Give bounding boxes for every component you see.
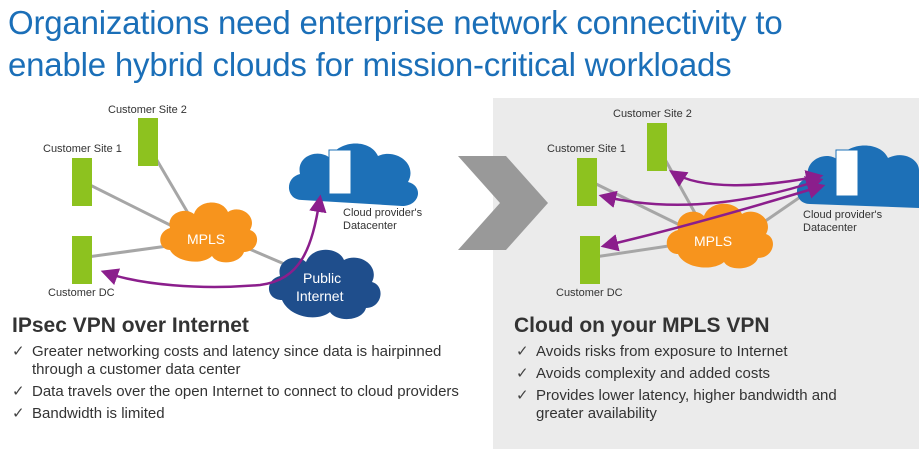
left-public-label-line-1: Public bbox=[303, 270, 341, 286]
title-line-1: Organizations need enterprise network co… bbox=[8, 4, 783, 41]
left-cloud-provider-label-line-1: Cloud provider's bbox=[343, 207, 423, 219]
right-bullet-list: ✓ Avoids risks from exposure to Internet… bbox=[512, 343, 912, 427]
list-item: ✓ Avoids complexity and added costs bbox=[512, 365, 912, 383]
left-customer-site-1-label: Customer Site 1 bbox=[43, 143, 122, 155]
bullet-text-line-1: Data travels over the open Internet to c… bbox=[32, 383, 459, 400]
left-customer-site-2-label: Customer Site 2 bbox=[108, 104, 187, 116]
right-path-site2 bbox=[669, 170, 824, 188]
left-public-label-line-2: Internet bbox=[296, 288, 344, 304]
left-customer-site-1-icon bbox=[72, 158, 92, 206]
list-item: ✓ Data travels over the open Internet to… bbox=[8, 383, 488, 401]
chevron-right-icon bbox=[458, 156, 548, 250]
list-item: ✓ Bandwidth is limited bbox=[8, 405, 488, 423]
check-icon: ✓ bbox=[12, 405, 25, 422]
left-customer-dc-label: Customer DC bbox=[48, 287, 115, 299]
check-icon: ✓ bbox=[12, 383, 25, 400]
right-customer-site-1-label: Customer Site 1 bbox=[547, 143, 626, 155]
list-item: ✓ Avoids risks from exposure to Internet bbox=[512, 343, 912, 361]
title-line-2: enable hybrid clouds for mission-critica… bbox=[8, 46, 732, 83]
bullet-text-line-1: Bandwidth is limited bbox=[32, 405, 165, 422]
check-icon: ✓ bbox=[516, 343, 529, 360]
right-cloud-server-icon bbox=[835, 149, 859, 197]
right-customer-site-2-icon bbox=[647, 123, 667, 171]
left-traffic-path bbox=[100, 194, 327, 289]
page-title: Organizations need enterprise network co… bbox=[8, 2, 913, 86]
bullet-text-line-1: Provides lower latency, higher bandwidth… bbox=[536, 387, 837, 404]
right-section-heading: Cloud on your MPLS VPN bbox=[514, 314, 770, 337]
check-icon: ✓ bbox=[516, 387, 529, 404]
check-icon: ✓ bbox=[516, 365, 529, 382]
bullet-text-line-2: greater availability bbox=[536, 405, 657, 422]
list-item: ✓ Greater networking costs and latency s… bbox=[8, 343, 488, 379]
right-customer-site-2-label: Customer Site 2 bbox=[613, 108, 692, 120]
left-cloud-provider-icon bbox=[288, 143, 419, 206]
left-cloud-server-icon bbox=[328, 149, 352, 195]
check-icon: ✓ bbox=[12, 343, 25, 360]
left-customer-site-2-icon bbox=[138, 118, 158, 166]
left-section-heading: IPsec VPN over Internet bbox=[12, 314, 249, 337]
left-bullet-list: ✓ Greater networking costs and latency s… bbox=[8, 343, 488, 427]
bullet-text-line-2: through a customer data center bbox=[32, 361, 241, 378]
right-mpls-label: MPLS bbox=[694, 233, 732, 249]
right-customer-dc-icon bbox=[580, 236, 600, 284]
left-customer-dc-icon bbox=[72, 236, 92, 284]
list-item: ✓ Provides lower latency, higher bandwid… bbox=[512, 387, 912, 423]
right-cloud-provider-label-line-2: Datacenter bbox=[803, 222, 857, 234]
right-customer-dc-label: Customer DC bbox=[556, 287, 623, 299]
left-cloud-provider-label-line-2: Datacenter bbox=[343, 220, 397, 232]
right-cloud-provider-label-line-1: Cloud provider's bbox=[803, 209, 883, 221]
right-path-dc bbox=[600, 181, 826, 252]
left-mpls-label: MPLS bbox=[187, 231, 225, 247]
bullet-text-line-1: Avoids complexity and added costs bbox=[536, 365, 771, 382]
bullet-text-line-1: Greater networking costs and latency sin… bbox=[32, 343, 442, 360]
right-customer-site-1-icon bbox=[577, 158, 597, 206]
bullet-text-line-1: Avoids risks from exposure to Internet bbox=[536, 343, 788, 360]
